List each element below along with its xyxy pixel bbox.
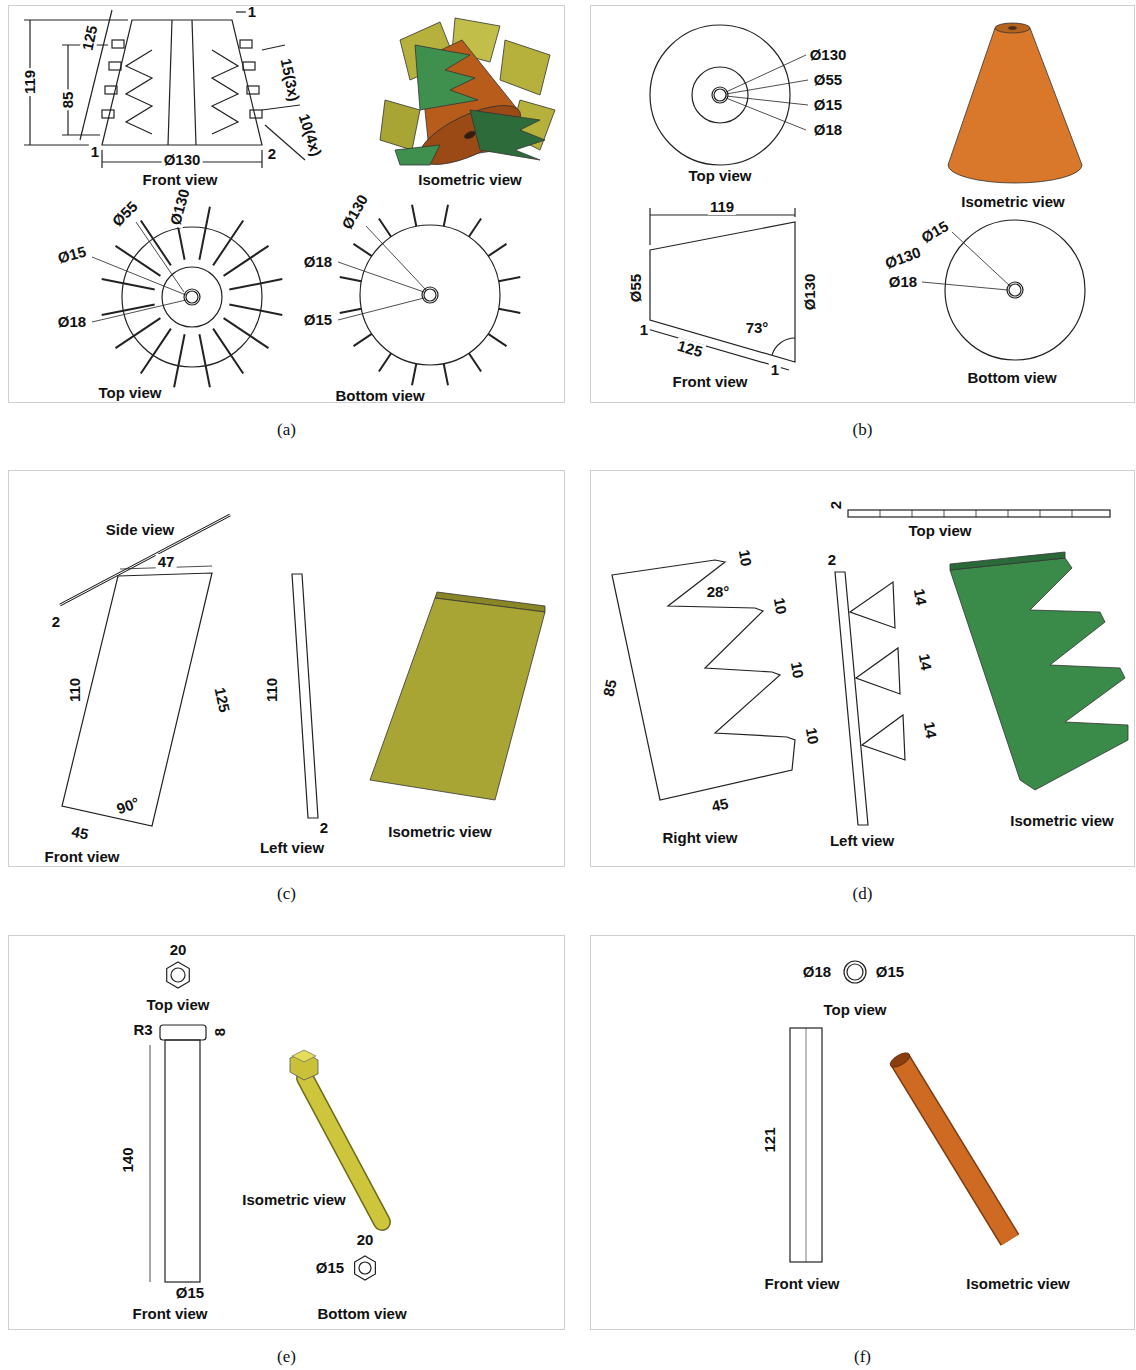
- dimension-label: 85: [600, 676, 620, 700]
- dimension-label: Ø15: [314, 1260, 346, 1276]
- view-title: Top view: [906, 523, 973, 539]
- dimension-label: Ø15: [174, 1285, 206, 1301]
- figure-panel: (a): [8, 5, 565, 403]
- dimension-label: Ø15: [54, 243, 89, 267]
- dimension-label: 10: [802, 724, 821, 747]
- panel-caption: (f): [591, 1347, 1134, 1367]
- dimension-label: 125: [674, 337, 706, 360]
- dimension-label: 15(3x): [277, 55, 302, 105]
- dimension-label: 140: [120, 1145, 136, 1174]
- dimension-label: Ø130: [808, 47, 849, 63]
- view-title: Isometric view: [240, 1192, 347, 1208]
- view-title: Side view: [104, 522, 176, 538]
- view-title: Front view: [762, 1276, 841, 1292]
- view-title: Bottom view: [965, 370, 1058, 386]
- dimension-label: Ø55: [812, 72, 844, 88]
- dimension-label: 110: [264, 676, 280, 704]
- panel-caption: (a): [9, 420, 564, 440]
- dimension-label: Ø18: [887, 274, 919, 290]
- dimension-label: Ø15: [302, 312, 334, 328]
- dimension-label: 121: [762, 1125, 778, 1154]
- dimension-label: 8: [212, 1026, 228, 1038]
- dimension-label: Ø18: [801, 964, 833, 980]
- dimension-label: 10: [787, 658, 806, 681]
- view-title: Top view: [96, 385, 163, 401]
- dimension-label: R3: [131, 1022, 154, 1038]
- figure-panel: (e): [8, 935, 565, 1330]
- dimension-label: Ø130: [338, 190, 372, 233]
- dimension-label: 1: [89, 144, 101, 160]
- dimension-label: 110: [67, 676, 83, 704]
- dimension-label: 14: [915, 650, 934, 673]
- dimension-label: Ø130: [802, 272, 818, 313]
- dimension-label: 90°: [113, 794, 144, 818]
- view-title: Left view: [258, 840, 326, 856]
- view-title: Right view: [660, 830, 739, 846]
- dimension-label: 20: [355, 1232, 376, 1248]
- dimension-label: 10(4x): [295, 110, 325, 160]
- dimension-label: 119: [22, 68, 38, 96]
- view-title: Bottom view: [315, 1306, 408, 1322]
- dimension-label: Ø130: [167, 185, 193, 228]
- dimension-label: 47: [156, 554, 177, 570]
- dimension-label: 10: [770, 594, 789, 617]
- panel-caption: (c): [9, 884, 564, 904]
- dimension-label: Ø18: [812, 122, 844, 138]
- view-title: Top view: [144, 997, 211, 1013]
- panel-caption: (d): [591, 884, 1134, 904]
- dimension-label: Ø130: [881, 244, 925, 273]
- dimension-label: 14: [910, 585, 929, 608]
- figure-panel: (c): [8, 470, 565, 867]
- dimension-label: Ø15: [812, 97, 844, 113]
- dimension-label: 119: [708, 199, 736, 215]
- dimension-label: 45: [68, 823, 92, 843]
- dimension-label: 2: [318, 820, 330, 836]
- figure-panel: (d): [590, 470, 1135, 867]
- dimension-label: 85: [60, 90, 76, 111]
- dimension-label: 2: [50, 614, 62, 630]
- dimension-label: 73°: [744, 320, 771, 336]
- dimension-label: 28°: [705, 584, 732, 600]
- dimension-label: 1: [769, 362, 781, 378]
- dimension-label: 1: [638, 322, 650, 338]
- dimension-label: 45: [708, 795, 732, 815]
- dimension-label: 20: [168, 942, 189, 958]
- dimension-label: Ø55: [108, 197, 142, 231]
- view-title: Isometric view: [959, 194, 1066, 210]
- view-title: Front view: [670, 374, 749, 390]
- view-title: Isometric view: [1008, 813, 1115, 829]
- dimension-label: 14: [920, 718, 939, 741]
- dimension-label: 125: [79, 22, 101, 54]
- dimension-label: 2: [828, 499, 844, 511]
- dimension-label: Ø15: [917, 217, 953, 247]
- dimension-label: 2: [266, 146, 278, 162]
- dimension-label: Ø18: [56, 314, 88, 330]
- dimension-label: Ø130: [162, 152, 203, 168]
- view-title: Left view: [828, 833, 896, 849]
- view-title: Top view: [821, 1002, 888, 1018]
- view-title: Front view: [42, 849, 121, 865]
- view-title: Isometric view: [416, 172, 523, 188]
- dimension-label: 10: [735, 546, 754, 569]
- view-title: Front view: [130, 1306, 209, 1322]
- dimension-label: 125: [211, 684, 233, 716]
- view-title: Top view: [686, 168, 753, 184]
- dimension-label: Ø15: [874, 964, 906, 980]
- dimension-label: Ø18: [302, 254, 334, 270]
- view-title: Isometric view: [386, 824, 493, 840]
- dimension-label: 1: [246, 4, 258, 20]
- figure-panel: (f): [590, 935, 1135, 1330]
- view-title: Isometric view: [964, 1276, 1071, 1292]
- figure-panel: (b): [590, 5, 1135, 403]
- panel-caption: (e): [9, 1347, 564, 1367]
- dimension-label: 2: [826, 552, 838, 568]
- dimension-label: Ø55: [628, 272, 644, 304]
- view-title: Bottom view: [333, 388, 426, 404]
- panel-caption: (b): [591, 420, 1134, 440]
